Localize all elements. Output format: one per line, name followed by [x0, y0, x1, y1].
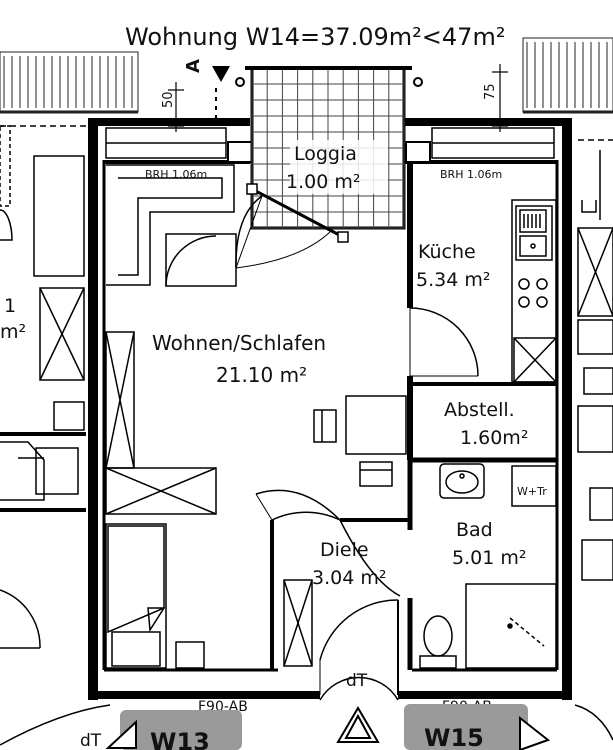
neighbor-left-number: 1 [4, 295, 16, 317]
diele-name: Diele [320, 539, 369, 561]
neighbor-right-plan [577, 139, 613, 581]
door-type-label-left: dT [80, 731, 102, 750]
interior-walls [270, 162, 557, 670]
window-right [405, 127, 555, 163]
brh-left-label: BRH 1.06m [145, 168, 207, 181]
dimension-right-value: 75 [483, 83, 498, 100]
washbasin-icon [439, 463, 485, 499]
kueche-area: 5.34 m² [416, 269, 490, 291]
wohnen-name: Wohnen/Schlafen [152, 331, 326, 355]
unit-w15-label: W15 [424, 724, 484, 750]
unit-marker-w13: W13 [105, 710, 242, 750]
loggia-name: Loggia [294, 143, 357, 165]
toilet-icon [419, 615, 457, 669]
kitchen-door [409, 307, 479, 377]
neighbor-left-plan [0, 125, 86, 649]
shower-tray [465, 583, 557, 669]
loggia-door [235, 183, 349, 269]
railing-left [0, 51, 139, 114]
outer-walls [88, 118, 572, 700]
unit-w13-label: W13 [150, 728, 210, 750]
bad-area: 5.01 m² [452, 547, 526, 569]
washer-dryer [511, 465, 557, 507]
door-type-label: dT [346, 671, 368, 691]
dimension-left-value: 50 [161, 91, 176, 108]
wohnen-area: 21.10 m² [216, 363, 307, 387]
loggia-area: 1.00 m² [286, 171, 360, 193]
section-marker: A [183, 59, 230, 120]
neighbor-left-area: m² [0, 321, 26, 343]
railing-right [522, 37, 613, 114]
plan-title: Wohnung W14=37.09m²<47m² [125, 23, 505, 51]
bad-name: Bad [456, 519, 493, 541]
diele-area: 3.04 m² [312, 567, 386, 589]
wardrobe-left [105, 331, 135, 469]
kitchen-counter [511, 199, 557, 383]
brh-right-label: BRH 1.06m [440, 168, 502, 181]
entry-door [255, 489, 401, 695]
sink-icon [519, 209, 547, 257]
dimension-left [168, 82, 184, 132]
corner-sofa [106, 164, 237, 287]
dining-table [313, 395, 407, 487]
bed [105, 523, 205, 669]
wardrobe-bottom [105, 467, 217, 515]
corridor [0, 676, 613, 746]
abstell-area: 1.60m² [460, 427, 528, 449]
abstell-name: Abstell. [444, 399, 515, 421]
window-left [105, 127, 253, 163]
unit-marker-w15: W15 [404, 704, 551, 750]
coat-rack [283, 579, 313, 667]
section-marker-letter: A [183, 59, 204, 73]
dimension-right [492, 64, 508, 132]
stove-icon [518, 278, 548, 308]
entry-arrow-icon [336, 706, 380, 743]
washer-dryer-label: W+Tr [517, 485, 547, 498]
kueche-name: Küche [418, 241, 476, 263]
